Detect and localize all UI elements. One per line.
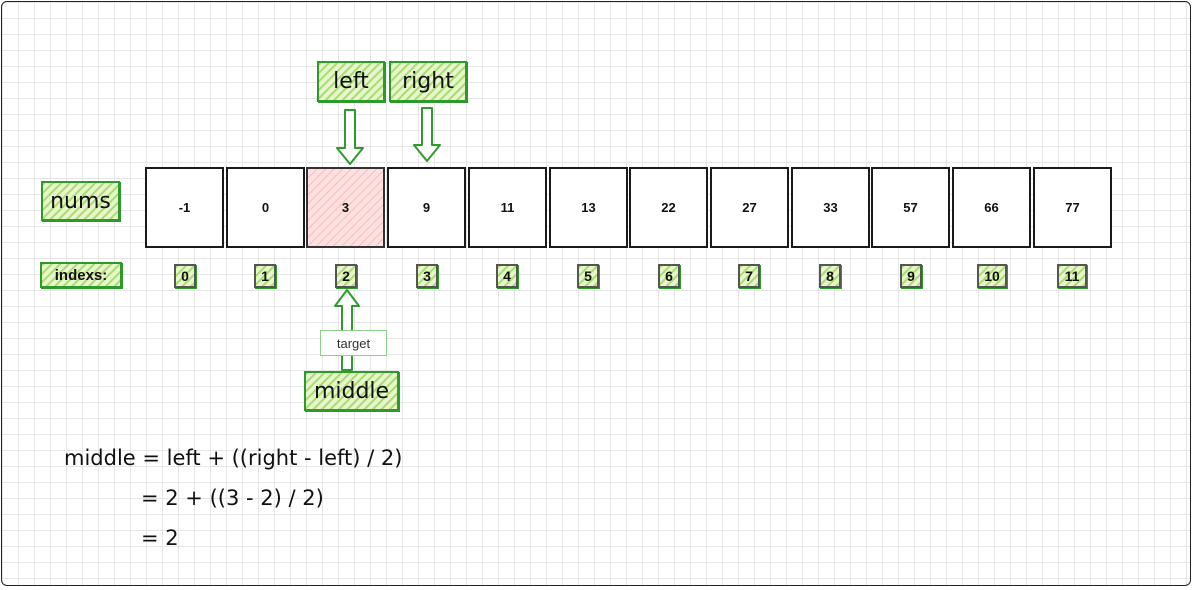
array-cell: 11 xyxy=(468,167,547,248)
right-pointer-label: right xyxy=(389,61,467,102)
right-arrow xyxy=(413,107,441,162)
array-cell: 77 xyxy=(1033,167,1112,248)
array-cell: 22 xyxy=(629,167,708,248)
array-cell: 9 xyxy=(387,167,466,248)
index-box: 11 xyxy=(1057,264,1087,288)
indexs-label: indexs: xyxy=(40,262,122,288)
array-cell: 3 xyxy=(306,167,385,248)
formula-line-2: = 2 + ((3 - 2) / 2) xyxy=(141,486,324,510)
left-arrow xyxy=(336,109,364,165)
target-label-text: target xyxy=(336,335,371,351)
left-pointer-text: left xyxy=(333,69,369,94)
array-cell: -1 xyxy=(145,167,224,248)
nums-label: nums xyxy=(41,181,120,221)
index-box: 10 xyxy=(977,264,1007,288)
target-label: target xyxy=(320,330,387,356)
formula-line-3: = 2 xyxy=(141,526,179,550)
array-cell: 0 xyxy=(226,167,305,248)
index-box: 3 xyxy=(416,264,438,288)
index-box: 5 xyxy=(577,264,599,288)
index-box: 6 xyxy=(658,264,680,288)
array-cell: 27 xyxy=(710,167,789,248)
nums-label-text: nums xyxy=(50,188,111,214)
index-box: 2 xyxy=(335,264,357,288)
formula-line-1: middle = left + ((right - left) / 2) xyxy=(64,446,403,470)
array-cell: 57 xyxy=(871,167,950,248)
middle-pointer-text: middle xyxy=(313,378,390,404)
indexs-label-text: indexs: xyxy=(54,266,108,284)
left-pointer-label: left xyxy=(317,61,385,102)
right-pointer-text: right xyxy=(402,69,454,94)
index-box: 4 xyxy=(496,264,518,288)
index-box: 1 xyxy=(254,264,276,288)
index-box: 8 xyxy=(819,264,841,288)
array-cell: 13 xyxy=(549,167,628,248)
index-box: 9 xyxy=(900,264,922,288)
index-box: 0 xyxy=(174,264,196,288)
array-cell: 66 xyxy=(952,167,1031,248)
index-box: 7 xyxy=(738,264,760,288)
middle-pointer-label: middle xyxy=(304,371,399,411)
array-cell: 33 xyxy=(791,167,870,248)
